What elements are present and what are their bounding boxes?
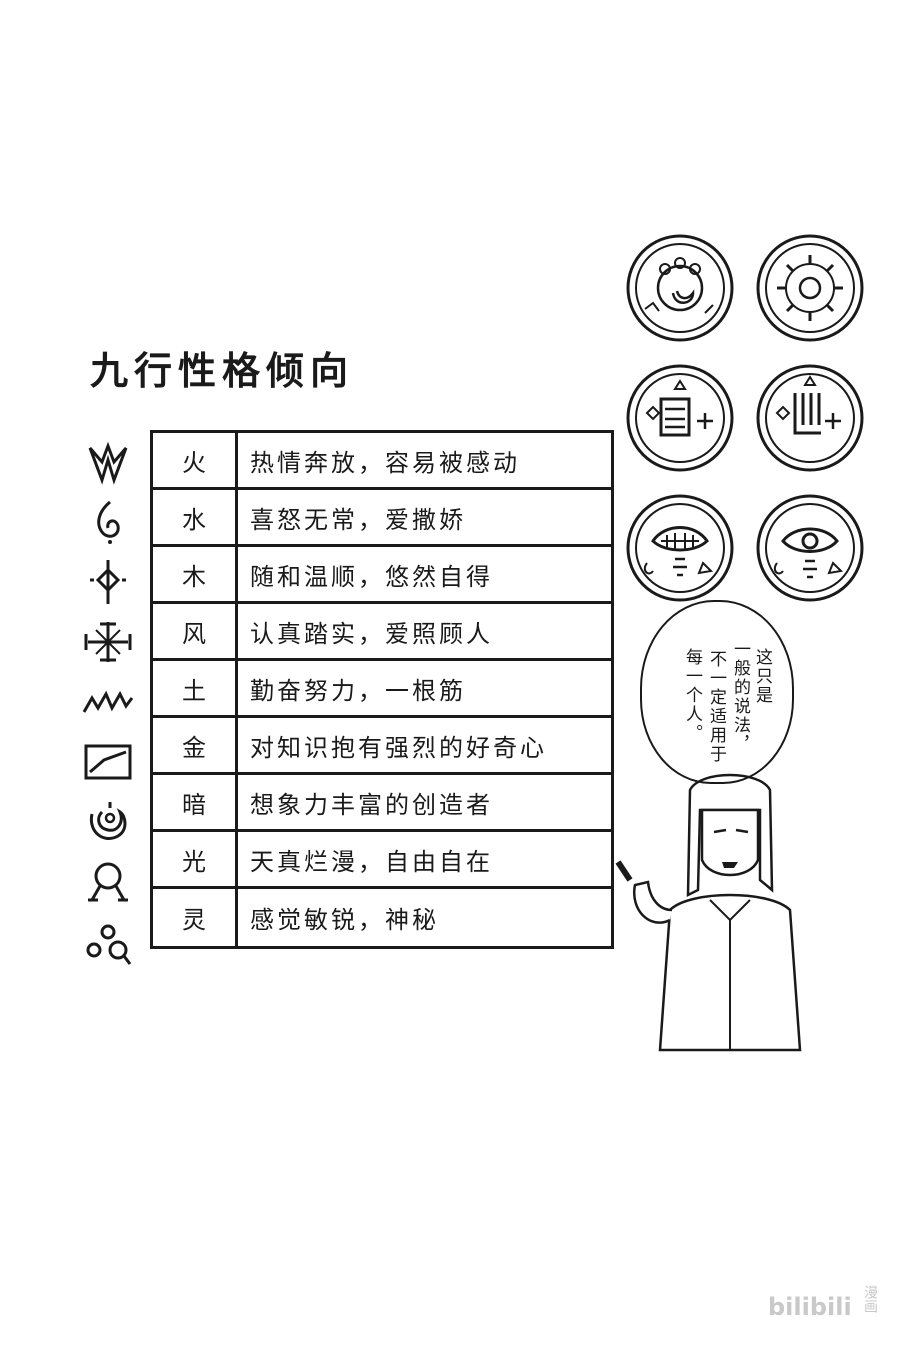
table-row: 火 热情奔放，容易被感动 [153, 433, 611, 490]
table-row: 土 勤奋努力，一根筋 [153, 661, 611, 718]
speech-text: 不一定适用于 [706, 650, 726, 764]
element-cell: 土 [153, 661, 238, 715]
table-row: 水 喜怒无常，爱撒娇 [153, 490, 611, 547]
rune-coin-icon [756, 364, 864, 472]
description-cell: 认真踏实，爱照顾人 [250, 619, 493, 648]
element-cell: 暗 [153, 775, 238, 829]
table-row: 光 天真烂漫，自由自在 [153, 832, 611, 889]
bilibili-logo-sub: 漫画 [862, 1285, 878, 1313]
moon-coin-icon [626, 234, 734, 342]
description-cell: 想象力丰富的创造者 [250, 790, 493, 819]
element-cell: 金 [153, 718, 238, 772]
character-illustration [615, 773, 802, 1052]
element-cell: 光 [153, 832, 238, 886]
eye-coin-2-icon [756, 494, 864, 602]
element-cell: 灵 [153, 889, 238, 946]
table-row: 金 对知识抱有强烈的好奇心 [153, 718, 611, 775]
page-title: 九行性格倾向 [90, 349, 355, 393]
table-row: 暗 想象力丰富的创造者 [153, 775, 611, 832]
table-row: 灵 感觉敏锐，神秘 [153, 889, 611, 946]
wood-symbol-icon [90, 560, 126, 604]
water-symbol-icon [97, 500, 120, 544]
personality-table: 火 热情奔放，容易被感动 水 喜怒无常，爱撒娇 木 随和温顺，悠然自得 风 认真… [150, 430, 614, 949]
speech-text: 这只是 [752, 648, 772, 705]
description-cell: 对知识抱有强烈的好奇心 [250, 733, 547, 762]
element-cell: 水 [153, 490, 238, 544]
eye-coin-icon [626, 494, 734, 602]
speech-text: 一般的说法， [730, 640, 750, 754]
element-cell: 木 [153, 547, 238, 601]
description-cell: 感觉敏锐，神秘 [250, 906, 439, 934]
bilibili-logo: bilibili [768, 1293, 852, 1321]
speech-bubble [640, 600, 794, 784]
element-cell: 火 [153, 433, 238, 487]
wind-coin-icon [626, 364, 734, 472]
table-row: 风 认真踏实，爱照顾人 [153, 604, 611, 661]
earth-symbol-icon [82, 690, 134, 713]
speech-text: 每一个人。 [682, 648, 702, 743]
description-cell: 随和温顺，悠然自得 [250, 562, 493, 591]
description-cell: 勤奋努力，一根筋 [250, 676, 466, 705]
description-cell: 天真烂漫，自由自在 [250, 847, 493, 876]
description-cell: 喜怒无常，爱撒娇 [250, 505, 466, 534]
sun-coin-icon [756, 234, 864, 342]
table-row: 木 随和温顺，悠然自得 [153, 547, 611, 604]
spirit-symbol-icon [86, 924, 132, 965]
light-symbol-icon [88, 862, 128, 902]
metal-symbol-icon [84, 744, 132, 780]
element-cell: 风 [153, 604, 238, 658]
wind-symbol-icon [84, 622, 132, 662]
description-cell: 热情奔放，容易被感动 [250, 448, 520, 477]
dark-symbol-icon [89, 802, 127, 840]
fire-symbol-icon [88, 441, 128, 485]
